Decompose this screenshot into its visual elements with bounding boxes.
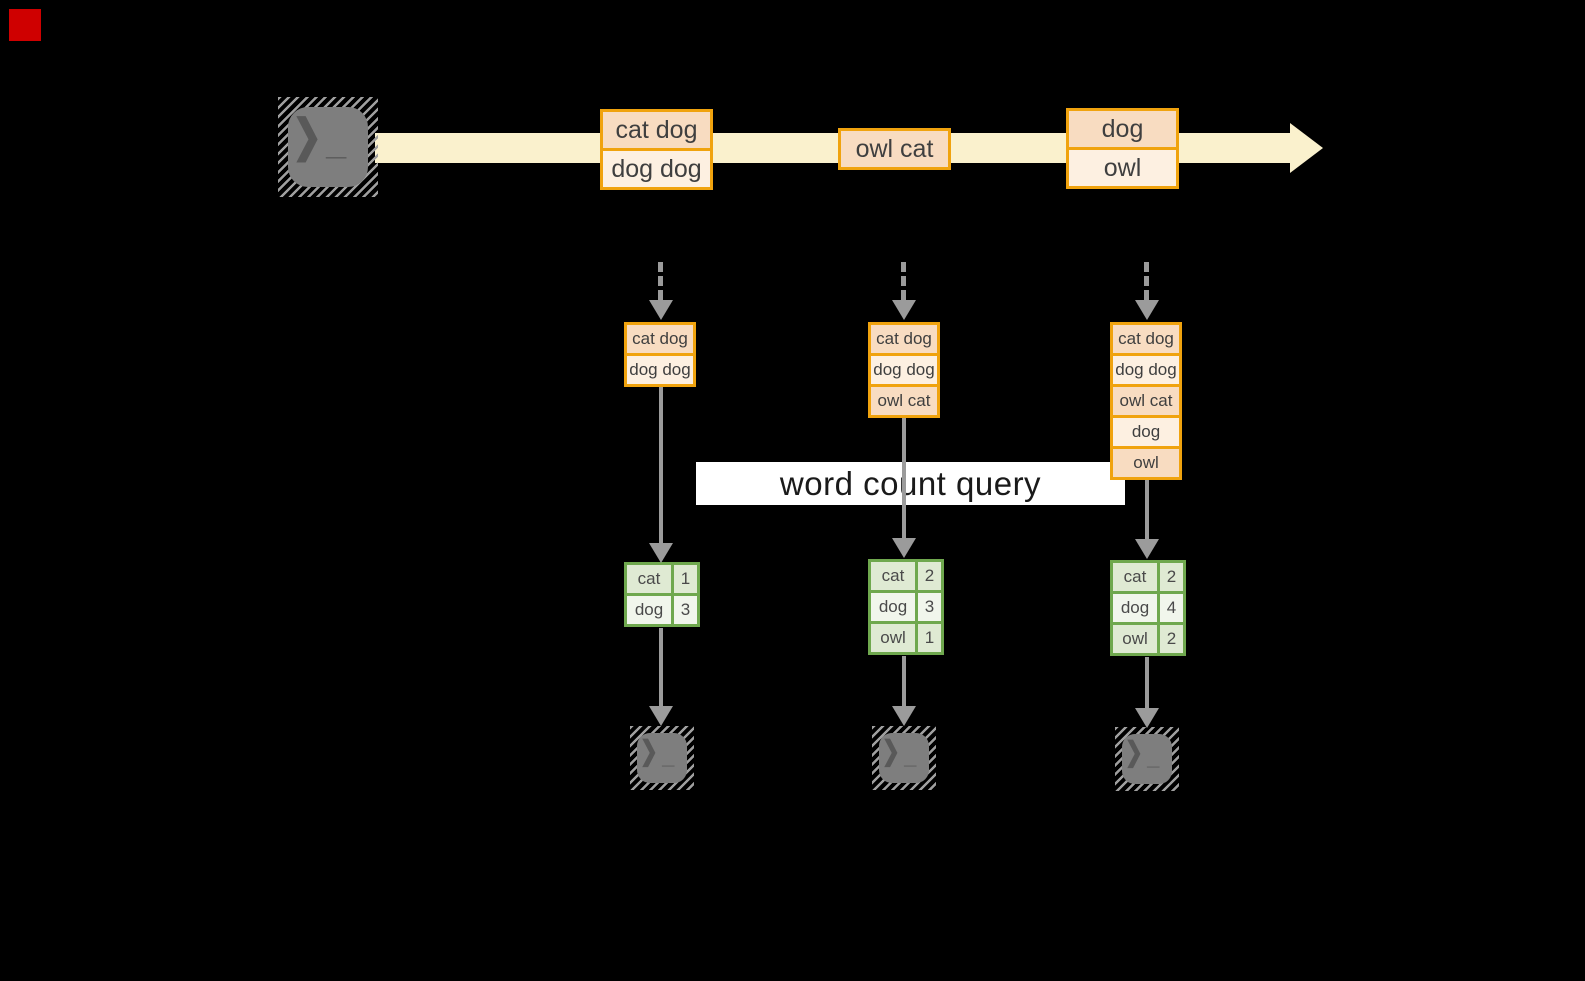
result-table-1: cat 1 dog 3 <box>624 562 700 627</box>
dashed-arrow-line <box>658 262 663 300</box>
dashed-arrow-line <box>1144 262 1149 300</box>
batch-line: dog dog <box>603 151 710 187</box>
stream-arrowhead-icon <box>1290 123 1323 173</box>
result-count: 1 <box>918 624 941 652</box>
state-line: cat dog <box>627 325 693 353</box>
state-box-2: cat dog dog dog owl cat <box>868 322 940 418</box>
corner-red-square <box>9 9 41 41</box>
query-arrowhead-icon <box>892 538 916 558</box>
sink-terminal-icon-2: ❯ _ <box>872 726 936 790</box>
result-word: cat <box>1113 563 1157 591</box>
batch-line: owl <box>1069 150 1176 186</box>
result-table-2: cat 2 dog 3 owl 1 <box>868 559 944 655</box>
batch-line: dog <box>1069 111 1176 147</box>
query-arrow-line <box>1145 480 1149 539</box>
terminal-prompt-icon: ❯ _ <box>881 734 917 769</box>
result-count: 2 <box>918 562 941 590</box>
terminal-screen: ❯ _ <box>637 733 687 783</box>
terminal-screen: ❯ _ <box>879 733 929 783</box>
result-word: owl <box>1113 625 1157 653</box>
result-word: cat <box>627 565 671 593</box>
terminal-screen: ❯ _ <box>288 107 368 187</box>
sink-arrow-line <box>1145 657 1149 708</box>
state-line: owl <box>1113 449 1179 477</box>
result-word: cat <box>871 562 915 590</box>
state-line: dog dog <box>627 356 693 384</box>
terminal-screen: ❯ _ <box>1122 734 1172 784</box>
terminal-prompt-icon: ❯ _ <box>639 734 675 769</box>
sink-arrowhead-icon <box>1135 708 1159 728</box>
batch-box-3: dog owl <box>1066 108 1179 189</box>
state-line: dog <box>1113 418 1179 446</box>
state-line: dog dog <box>871 356 937 384</box>
result-word: owl <box>871 624 915 652</box>
result-table-3: cat 2 dog 4 owl 2 <box>1110 560 1186 656</box>
state-line: cat dog <box>871 325 937 353</box>
result-word: dog <box>1113 594 1157 622</box>
query-label: word count query <box>779 464 1042 502</box>
batch-box-1: cat dog dog dog <box>600 109 713 190</box>
result-count: 2 <box>1160 563 1183 591</box>
sink-terminal-icon-1: ❯ _ <box>630 726 694 790</box>
state-box-3: cat dog dog dog owl cat dog owl <box>1110 322 1182 480</box>
query-banner: word count query <box>696 462 1125 505</box>
result-word: dog <box>871 593 915 621</box>
query-arrow-line <box>902 418 906 538</box>
result-count: 2 <box>1160 625 1183 653</box>
sink-terminal-icon-3: ❯ _ <box>1115 727 1179 791</box>
state-line: dog dog <box>1113 356 1179 384</box>
terminal-prompt-icon: ❯ _ <box>291 109 347 162</box>
state-line: owl cat <box>871 387 937 415</box>
dashed-arrowhead-icon <box>649 300 673 320</box>
query-arrowhead-icon <box>1135 539 1159 559</box>
dashed-arrowhead-icon <box>892 300 916 320</box>
state-line: owl cat <box>1113 387 1179 415</box>
dashed-arrowhead-icon <box>1135 300 1159 320</box>
result-count: 3 <box>918 593 941 621</box>
batch-line: owl cat <box>841 131 948 167</box>
result-count: 4 <box>1160 594 1183 622</box>
stream-source-terminal-icon: ❯ _ <box>278 97 378 197</box>
state-line: cat dog <box>1113 325 1179 353</box>
sink-arrowhead-icon <box>649 706 673 726</box>
batch-box-2: owl cat <box>838 128 951 170</box>
sink-arrow-line <box>902 656 906 706</box>
query-arrowhead-icon <box>649 543 673 563</box>
query-arrow-line <box>659 387 663 543</box>
result-count: 1 <box>674 565 697 593</box>
batch-line: cat dog <box>603 112 710 148</box>
result-count: 3 <box>674 596 697 624</box>
state-box-1: cat dog dog dog <box>624 322 696 387</box>
sink-arrowhead-icon <box>892 706 916 726</box>
terminal-prompt-icon: ❯ _ <box>1124 735 1160 770</box>
result-word: dog <box>627 596 671 624</box>
dashed-arrow-line <box>901 262 906 300</box>
sink-arrow-line <box>659 628 663 706</box>
